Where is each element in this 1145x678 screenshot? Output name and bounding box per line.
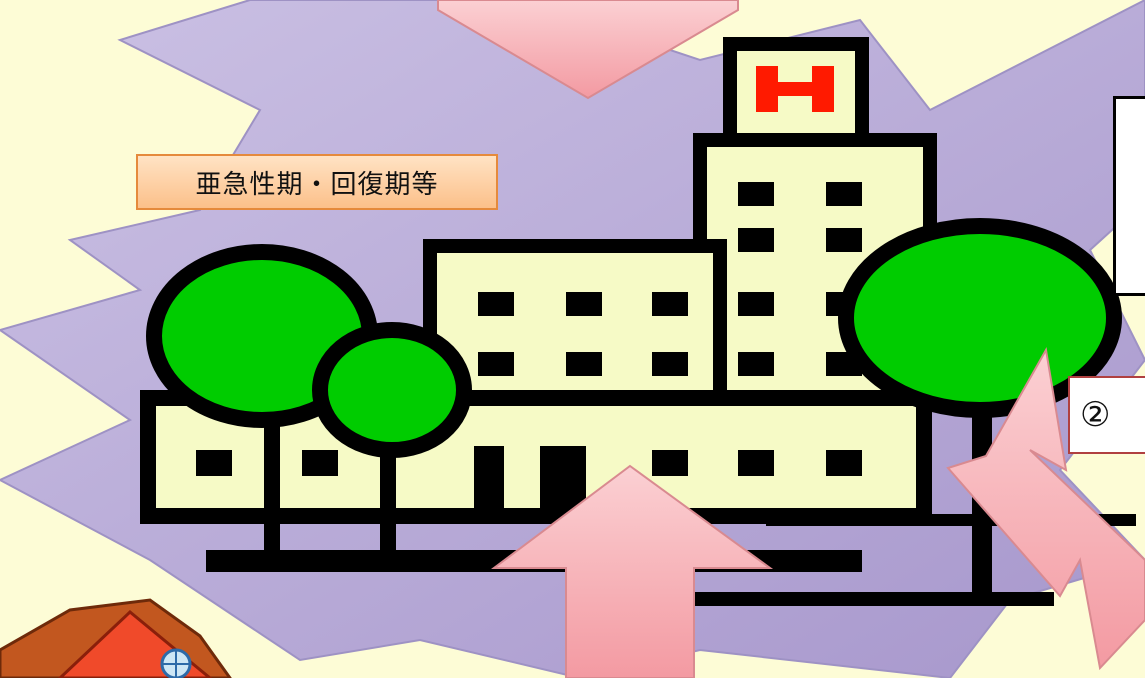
step-number-callout: ②	[1068, 376, 1145, 454]
house-icon	[0, 598, 232, 678]
care-phase-label: 亜急性期・回復期等	[136, 154, 498, 210]
arrow-down-top	[437, 0, 739, 100]
hospital-sign-icon	[756, 66, 834, 112]
building-windows	[196, 182, 862, 510]
arrow-diagonal	[946, 347, 1145, 671]
callout-box-right	[1113, 96, 1145, 296]
arrow-up-bottom	[491, 464, 774, 678]
